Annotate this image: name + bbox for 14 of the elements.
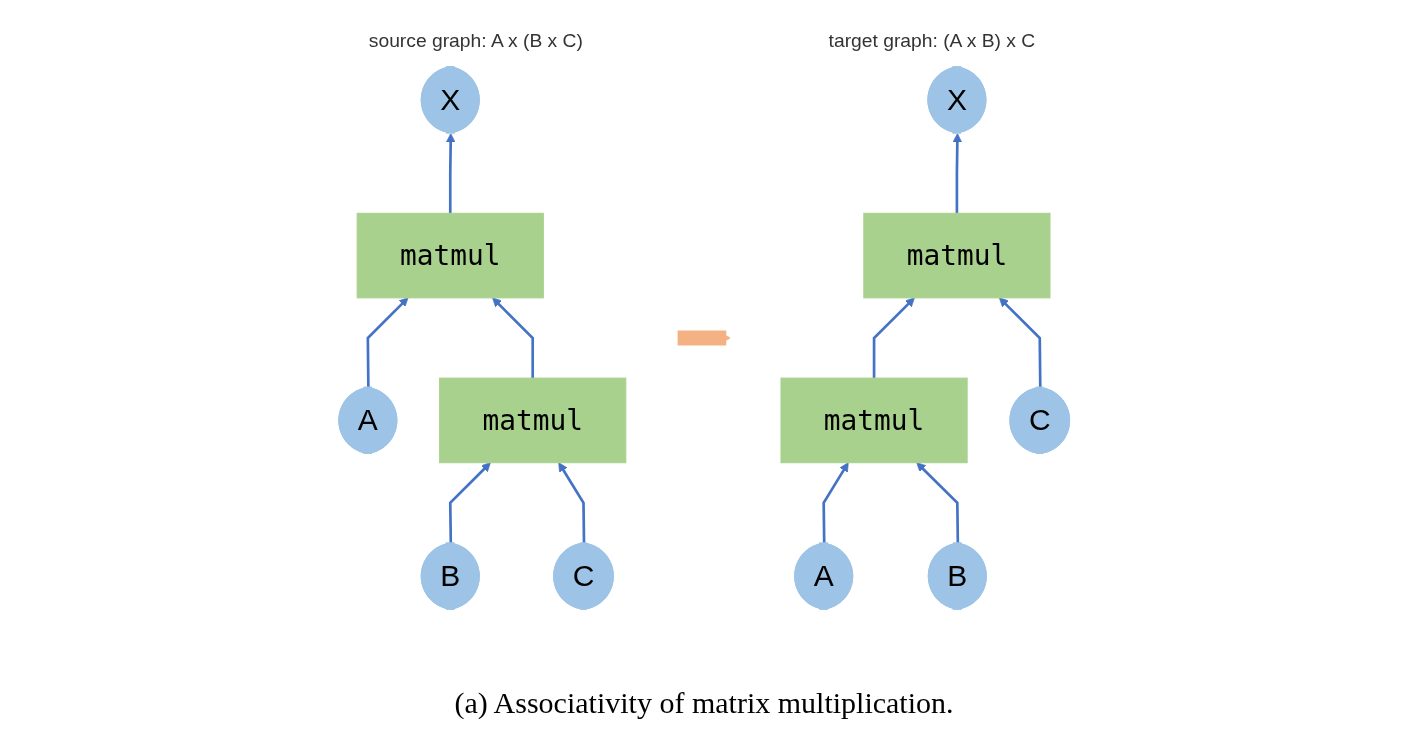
node-box: matmul [863,212,1051,299]
arrow [366,297,409,388]
node-box: matmul [439,377,627,464]
arrow [677,330,731,346]
arrow [492,297,535,379]
arrow [446,133,456,214]
node-text: target graph: (A x B) x C [828,29,1036,52]
node-text: source graph: A x (B x C) [368,29,583,52]
node-box: matmul [356,212,544,299]
figure-caption: (a) Associativity of matrix multiplication. [454,686,954,720]
arrow [952,133,963,214]
arrow [999,297,1042,388]
arrow [872,297,915,379]
node-box: matmul [780,377,968,464]
